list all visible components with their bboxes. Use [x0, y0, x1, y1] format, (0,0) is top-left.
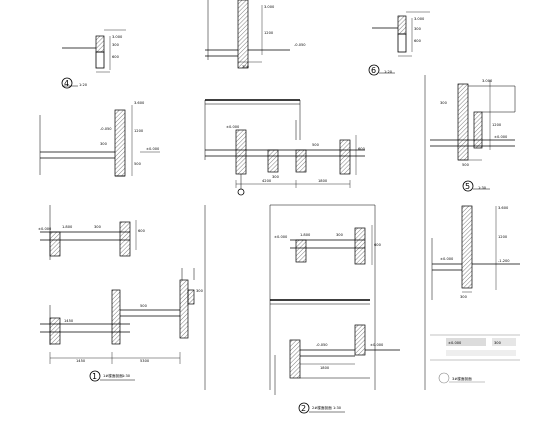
- wall-section-a: 3.600 1200 500 -0.050 300 ±0.000: [39, 101, 160, 177]
- grid-bubble-icon: [438, 372, 450, 384]
- svg-text:1200: 1200: [498, 235, 508, 239]
- svg-text:5300: 5300: [140, 359, 150, 363]
- svg-text:500: 500: [134, 162, 142, 166]
- grid-bubble-icon: [368, 64, 380, 76]
- svg-text:500: 500: [462, 163, 470, 167]
- svg-text:1200: 1200: [134, 129, 144, 133]
- svg-text:3#楼面剖面: 3#楼面剖面: [452, 376, 472, 381]
- svg-text:1450: 1450: [76, 359, 86, 363]
- svg-text:±0.000: ±0.000: [370, 343, 384, 347]
- grid-bubble-icon: [89, 370, 101, 382]
- grid-bubble-icon: [298, 402, 310, 414]
- svg-text:5: 5: [465, 182, 470, 191]
- svg-text:500: 500: [312, 143, 320, 147]
- svg-text:1:20: 1:20: [384, 70, 393, 74]
- svg-text:-0.050: -0.050: [100, 127, 112, 131]
- svg-text:1#楼面剖面: 1#楼面剖面: [103, 373, 123, 378]
- detail-6: 3.000 300 600 6 1:20: [368, 11, 430, 76]
- svg-text:4200: 4200: [262, 179, 272, 183]
- svg-text:600: 600: [138, 229, 146, 233]
- detail-5: 3.000 1200 ±0.000 300 500 5 1:30: [430, 79, 516, 192]
- section-3: ±0.000 300 3#楼面剖面: [430, 334, 520, 384]
- svg-text:3.000: 3.000: [482, 79, 493, 83]
- svg-text:4: 4: [64, 79, 69, 88]
- svg-text:±0.000: ±0.000: [494, 135, 508, 139]
- svg-text:1200: 1200: [492, 123, 502, 127]
- svg-text:3.000: 3.000: [264, 5, 275, 9]
- svg-text:600: 600: [374, 243, 382, 247]
- svg-text:±0.000: ±0.000: [448, 341, 462, 345]
- svg-text:300: 300: [196, 289, 204, 293]
- svg-text:3.600: 3.600: [134, 101, 145, 105]
- svg-text:3.000: 3.000: [112, 35, 123, 39]
- svg-text:1: 1: [92, 372, 97, 381]
- svg-text:1:30: 1:30: [122, 374, 131, 378]
- svg-text:-0.050: -0.050: [294, 43, 306, 47]
- svg-text:1200: 1200: [264, 31, 274, 35]
- svg-text:1800: 1800: [318, 179, 328, 183]
- svg-text:1:20: 1:20: [79, 83, 88, 87]
- grid-bubble-icon: [61, 77, 73, 89]
- svg-text:1.800: 1.800: [300, 233, 311, 237]
- svg-text:300: 300: [440, 101, 448, 105]
- grid-bubble-icon: [462, 180, 474, 192]
- svg-text:600: 600: [358, 147, 366, 151]
- svg-text:±0.000: ±0.000: [274, 235, 288, 239]
- svg-text:±0.000: ±0.000: [440, 257, 454, 261]
- svg-text:-1.200: -1.200: [498, 259, 510, 263]
- svg-text:±0.000: ±0.000: [146, 147, 160, 151]
- svg-text:1.800: 1.800: [62, 225, 73, 229]
- wall-section-b: 3.600 1200 -1.200 ±0.000 300: [431, 205, 520, 300]
- section-2-lower: -0.050 ±0.000 1800 2 2#楼面剖面 1:30: [270, 299, 400, 414]
- svg-text:300: 300: [494, 341, 502, 345]
- svg-text:1:30: 1:30: [478, 186, 487, 190]
- svg-text:500: 500: [140, 304, 148, 308]
- svg-text:±0.000: ±0.000: [226, 125, 240, 129]
- svg-text:300: 300: [460, 295, 468, 299]
- svg-text:300: 300: [112, 43, 120, 47]
- svg-text:600: 600: [112, 55, 120, 59]
- svg-text:6: 6: [371, 66, 376, 75]
- break-lines: [204, 75, 426, 390]
- svg-text:-0.050: -0.050: [316, 343, 328, 347]
- section-1-lower: 1450 500 300 1450 5300 1 1#楼面剖面 1:30: [40, 268, 204, 382]
- grid-bubble-icon: [237, 188, 245, 196]
- section-1-upper: 1.800 300 600 ±0.000: [38, 205, 146, 260]
- svg-text:±0.000: ±0.000: [38, 227, 52, 231]
- svg-text:3.000: 3.000: [414, 17, 425, 21]
- svg-text:300: 300: [94, 225, 102, 229]
- svg-text:2: 2: [301, 404, 306, 413]
- center-middle-section: ±0.000 500 4200 1800 600 300: [205, 99, 375, 206]
- svg-text:300: 300: [100, 142, 108, 146]
- svg-text:300: 300: [414, 27, 422, 31]
- svg-text:300: 300: [242, 65, 250, 69]
- detail-4: 3.000 300 600 4 1:20: [61, 29, 126, 89]
- svg-text:300: 300: [336, 233, 344, 237]
- svg-text:300: 300: [272, 175, 280, 179]
- svg-text:1450: 1450: [64, 319, 74, 323]
- svg-text:3.600: 3.600: [498, 206, 509, 210]
- center-top-detail: 3.000 1200 -0.050 300: [205, 0, 306, 69]
- svg-text:1:30: 1:30: [333, 406, 342, 410]
- section-2-upper: 1.800 300 600 ±0.000: [274, 225, 382, 265]
- svg-text:2#楼面剖面: 2#楼面剖面: [312, 405, 332, 410]
- svg-text:600: 600: [414, 39, 422, 43]
- svg-text:1800: 1800: [320, 366, 330, 370]
